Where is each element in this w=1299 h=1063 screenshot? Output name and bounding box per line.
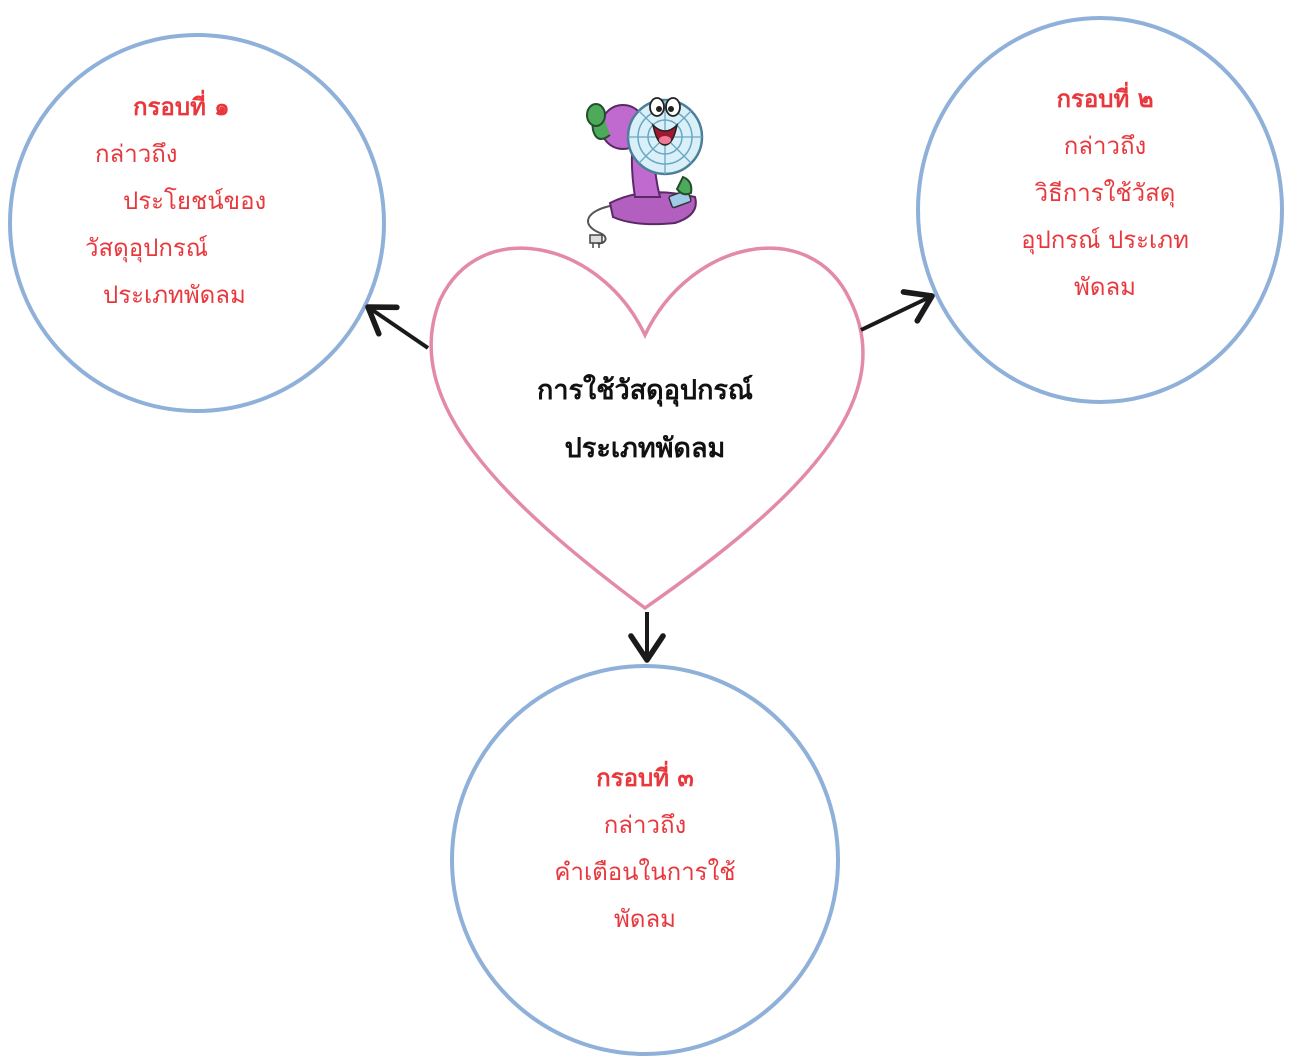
frame-2-circle <box>916 16 1284 404</box>
frame-2-title: กรอบที่ ๒ <box>1056 85 1154 113</box>
frame-3-title: กรอบที่ ๓ <box>596 764 694 792</box>
center-topic: การใช้วัสดุอุปกรณ์ ประเภทพัดลม <box>500 362 790 478</box>
frame-2-line: กล่าวถึง <box>1063 132 1147 160</box>
center-topic-line: ประเภทพัดลม <box>564 433 726 464</box>
fan-cartoon-icon <box>586 97 704 248</box>
frame-1-line: ประโยชน์ของ <box>123 187 267 215</box>
arrow-to-frame-1 <box>365 304 430 350</box>
center-topic-line: การใช้วัสดุอุปกรณ์ <box>537 375 753 406</box>
frame-1-line: วัสดุอุปกรณ์ <box>85 234 209 262</box>
frame-2-text: กรอบที่ ๒ กล่าวถึง วิธีการใช้วัสดุ อุปกร… <box>990 76 1220 311</box>
center-heart-shape <box>429 246 865 611</box>
frame-3-text: กรอบที่ ๓ กล่าวถึง คำเตือนในการใช้ พัดลม <box>520 755 770 943</box>
frame-1-line: กล่าวถึง <box>95 140 178 168</box>
frame-1-text: กรอบที่ ๑ กล่าวถึง ประโยชน์ของ วัสดุอุปก… <box>85 84 315 319</box>
frame-3-line: พัดลม <box>614 905 676 933</box>
frame-2-line: พัดลม <box>1074 273 1136 301</box>
frame-3-line: กล่าวถึง <box>603 811 687 839</box>
frame-3-line: คำเตือนในการใช้ <box>554 858 736 886</box>
frame-1-title: กรอบที่ ๑ <box>133 93 230 121</box>
frame-1-circle <box>8 33 386 413</box>
frame-2-line: วิธีการใช้วัสดุ <box>1034 179 1176 207</box>
frame-2-line: อุปกรณ์ ประเภท <box>1021 226 1189 254</box>
frame-1-line: ประเภทพัดลม <box>103 281 246 309</box>
frame-3-circle <box>450 664 840 1056</box>
arrow-to-frame-2 <box>860 289 935 332</box>
